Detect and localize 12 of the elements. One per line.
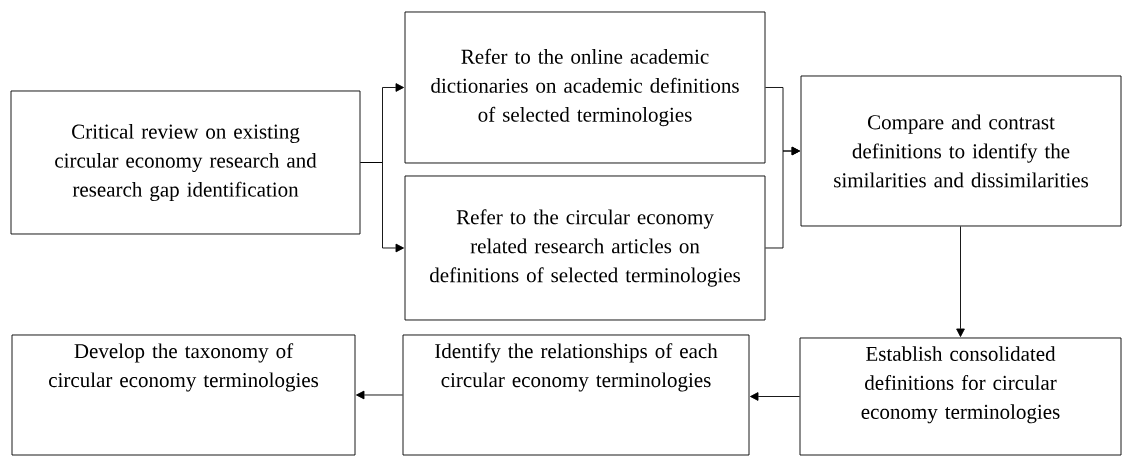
process-box: Develop the taxonomy of circular economy terminologies bbox=[11, 334, 356, 456]
arrow bbox=[356, 390, 403, 400]
process-box: Refer to the circular economy related research articles on definitions of selected terminologies bbox=[404, 175, 766, 321]
process-box: Refer to the online academic dictionaries on academic definitions of selected terminologies bbox=[404, 11, 766, 164]
arrow bbox=[750, 392, 800, 401]
arrow bbox=[956, 226, 965, 337]
process-box: Identify the relationships of each circular economy terminologies bbox=[402, 334, 750, 456]
process-box: Establish consolidated definitions for circular economy terminologies bbox=[799, 337, 1122, 456]
arrow bbox=[765, 146, 800, 249]
arrow bbox=[360, 162, 404, 253]
process-box: Critical review on existing circular economy research and research gap identification bbox=[10, 90, 361, 235]
process-box: Compare and contrast definitions to identify the similarities and dissimilarities bbox=[800, 75, 1122, 227]
